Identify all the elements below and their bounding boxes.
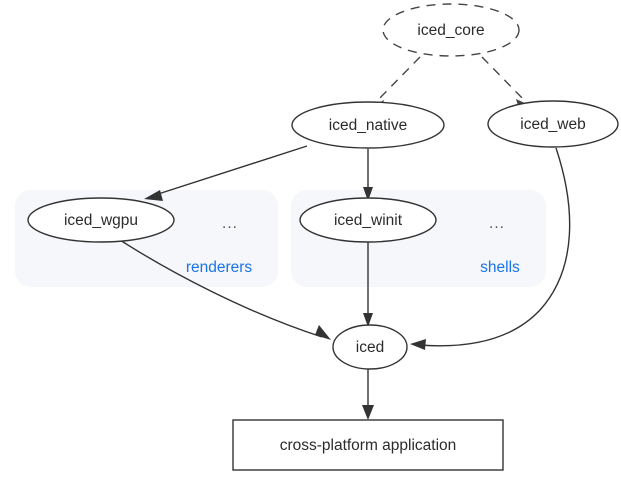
node-iced-web[interactable]: iced_web bbox=[487, 100, 619, 148]
arrowhead-iced-native-to-iced-winit bbox=[363, 187, 373, 201]
node-application-shape bbox=[232, 419, 504, 471]
arrowhead-iced-native-to-iced-wgpu bbox=[144, 190, 163, 201]
node-iced-web-label: iced_web bbox=[520, 116, 586, 133]
arrowhead-iced-web-to-iced bbox=[410, 339, 426, 350]
arrowhead-iced-to-application bbox=[362, 405, 374, 420]
node-application[interactable]: cross-platform application bbox=[232, 419, 504, 471]
renderers-ellipsis: ... bbox=[222, 215, 238, 232]
node-application-label: cross-platform application bbox=[280, 437, 457, 454]
node-iced[interactable]: iced bbox=[332, 324, 408, 370]
node-iced-winit[interactable]: iced_winit bbox=[299, 197, 437, 243]
node-iced-native-shape bbox=[291, 101, 445, 149]
edge-iced-core-to-iced-native bbox=[373, 56, 421, 105]
node-iced-label: iced bbox=[356, 339, 384, 356]
arrowhead-iced-winit-to-iced bbox=[363, 313, 373, 327]
edge-iced-core-to-iced-web bbox=[481, 56, 527, 103]
shells-ellipsis: ... bbox=[489, 215, 505, 232]
node-iced-wgpu[interactable]: iced_wgpu bbox=[27, 197, 175, 243]
node-iced-shape bbox=[332, 324, 408, 370]
node-iced-native-label: iced_native bbox=[329, 117, 407, 134]
group-label-shells: shells bbox=[480, 259, 520, 276]
node-iced-wgpu-label: iced_wgpu bbox=[64, 212, 138, 229]
edge-iced-web-to-iced bbox=[419, 147, 571, 347]
edge-iced-wgpu-to-iced bbox=[119, 239, 323, 338]
node-iced-core-shape bbox=[382, 3, 520, 57]
edge-iced-native-to-iced-wgpu bbox=[151, 145, 308, 197]
node-iced-winit-label: iced_winit bbox=[334, 212, 403, 229]
arrowhead-iced-wgpu-to-iced bbox=[315, 325, 331, 340]
node-iced-winit-shape bbox=[299, 197, 437, 243]
node-iced-core-label: iced_core bbox=[417, 22, 484, 39]
node-iced-core[interactable]: iced_core bbox=[382, 3, 520, 57]
node-iced-wgpu-shape bbox=[27, 197, 175, 243]
node-iced-web-shape bbox=[487, 100, 619, 148]
group-label-renderers: renderers bbox=[186, 259, 253, 276]
node-iced-native[interactable]: iced_native bbox=[291, 101, 445, 149]
